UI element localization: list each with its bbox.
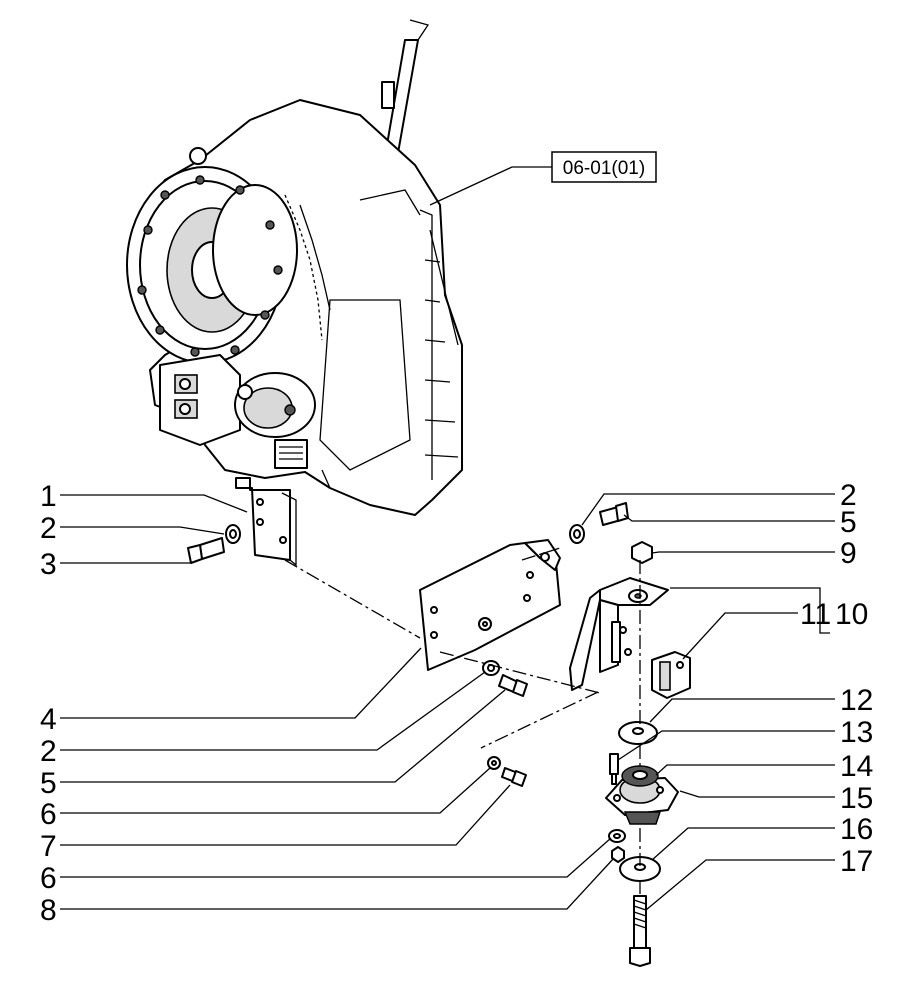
mounting-plate	[419, 539, 561, 671]
washer-right-top	[569, 524, 585, 544]
callout-2-right: 2	[840, 479, 857, 512]
long-bolt-17	[629, 895, 651, 967]
callout-13: 13	[840, 716, 873, 749]
clamp-block	[651, 651, 691, 699]
right-callouts: 2 5 9 11 10 12 13 14 15 16 17	[800, 479, 873, 878]
callout-1: 1	[40, 480, 57, 513]
callout-17: 17	[840, 845, 873, 878]
callout-10: 10	[835, 598, 868, 631]
mounting-bracket-small	[235, 477, 297, 567]
callout-2-left-mid: 2	[40, 735, 57, 768]
callout-8: 8	[40, 894, 57, 927]
nut-9	[631, 541, 653, 564]
callout-15: 15	[840, 782, 873, 815]
washer-mid	[482, 660, 500, 676]
bolt-mid	[498, 674, 528, 697]
bolt-left	[187, 537, 225, 564]
washer-left	[225, 524, 241, 544]
bolt-right-top	[599, 502, 629, 526]
callout-14: 14	[840, 750, 873, 783]
bolt-13	[609, 753, 619, 785]
callout-5-left: 5	[40, 767, 57, 800]
right-leader-lines	[581, 493, 835, 911]
callout-3: 3	[40, 548, 57, 581]
reference-box[interactable]: 06-01(01)	[551, 151, 657, 183]
callout-2-left-top: 2	[40, 512, 57, 545]
callout-6-left-top: 6	[40, 798, 57, 831]
callout-5-right: 5	[840, 506, 857, 539]
rubber-isolator	[605, 765, 679, 825]
washer-small-lower	[608, 829, 626, 843]
angle-bracket	[569, 577, 669, 691]
spacer-washer-12	[618, 721, 658, 745]
transmission-housing	[126, 19, 463, 516]
callout-4: 4	[40, 703, 57, 736]
callout-12: 12	[840, 684, 873, 717]
callout-11: 11	[800, 598, 831, 631]
bolt-7	[501, 767, 527, 787]
washer-small-6	[487, 756, 501, 770]
assembly-centerlines	[284, 547, 641, 896]
callout-16: 16	[840, 813, 873, 846]
left-leader-lines	[60, 494, 615, 910]
reference-label: 06-01(01)	[563, 158, 645, 179]
nut-8	[611, 846, 625, 863]
reference-leader	[429, 166, 552, 206]
callout-6-left-bottom: 6	[40, 862, 57, 895]
callout-7: 7	[40, 830, 57, 863]
left-callouts: 1 2 3 4 2 5 6 7 6 8	[40, 480, 57, 927]
callout-9: 9	[840, 537, 857, 570]
